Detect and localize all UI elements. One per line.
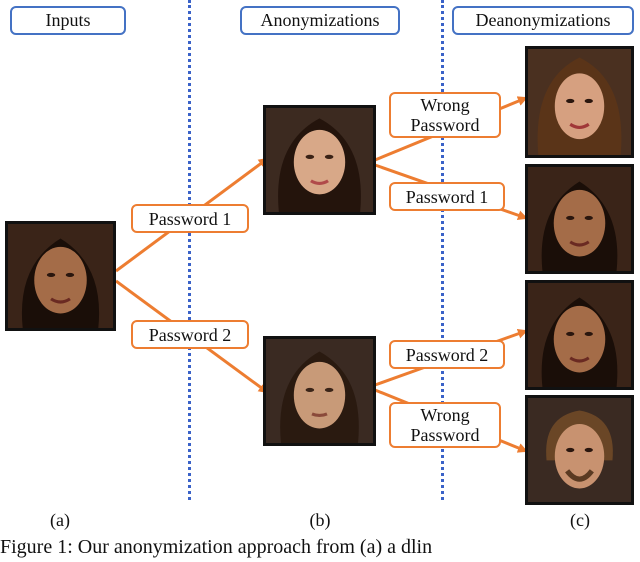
header-inputs: Inputs: [10, 6, 126, 35]
panel-label-a: (a): [50, 510, 70, 530]
deanonymized-face-wrong-2-image: [525, 395, 634, 505]
deanonymized-face-wrong-1-image: [525, 46, 634, 158]
divider-right: [441, 0, 444, 500]
wrong-password-top-label: Wrong Password: [389, 92, 501, 138]
header-deanonymizations: Deanonymizations: [452, 6, 634, 35]
password1-right-label: Password 1: [389, 182, 505, 211]
divider-left: [188, 0, 191, 500]
wrong-bottom-line1: Wrong: [420, 405, 470, 425]
wrong-password-bottom-label: Wrong Password: [389, 402, 501, 448]
anonymized-face-2-image: [263, 336, 376, 446]
header-anonymizations: Anonymizations: [240, 6, 400, 35]
wrong-bottom-line2: Password: [410, 425, 480, 445]
deanonymized-face-correct-1-image: [525, 164, 634, 274]
deanonymized-face-correct-2-image: [525, 280, 634, 390]
panel-label-b: (b): [309, 510, 331, 530]
password1-right-text: Password 1: [405, 186, 489, 207]
password1-left-label: Password 1: [131, 204, 249, 233]
password1-left-text: Password 1: [148, 208, 232, 229]
figure-caption: Figure 1: Our anonymization approach fro…: [0, 536, 433, 558]
password2-right-text: Password 2: [405, 344, 489, 365]
input-face-image: [5, 221, 116, 331]
wrong-top-line1: Wrong: [420, 95, 470, 115]
password2-left-label: Password 2: [131, 320, 249, 349]
panel-label-c: (c): [570, 510, 590, 530]
anonymized-face-1-image: [263, 105, 376, 215]
password2-right-label: Password 2: [389, 340, 505, 369]
wrong-top-line2: Password: [410, 115, 480, 135]
password2-left-text: Password 2: [148, 324, 232, 345]
